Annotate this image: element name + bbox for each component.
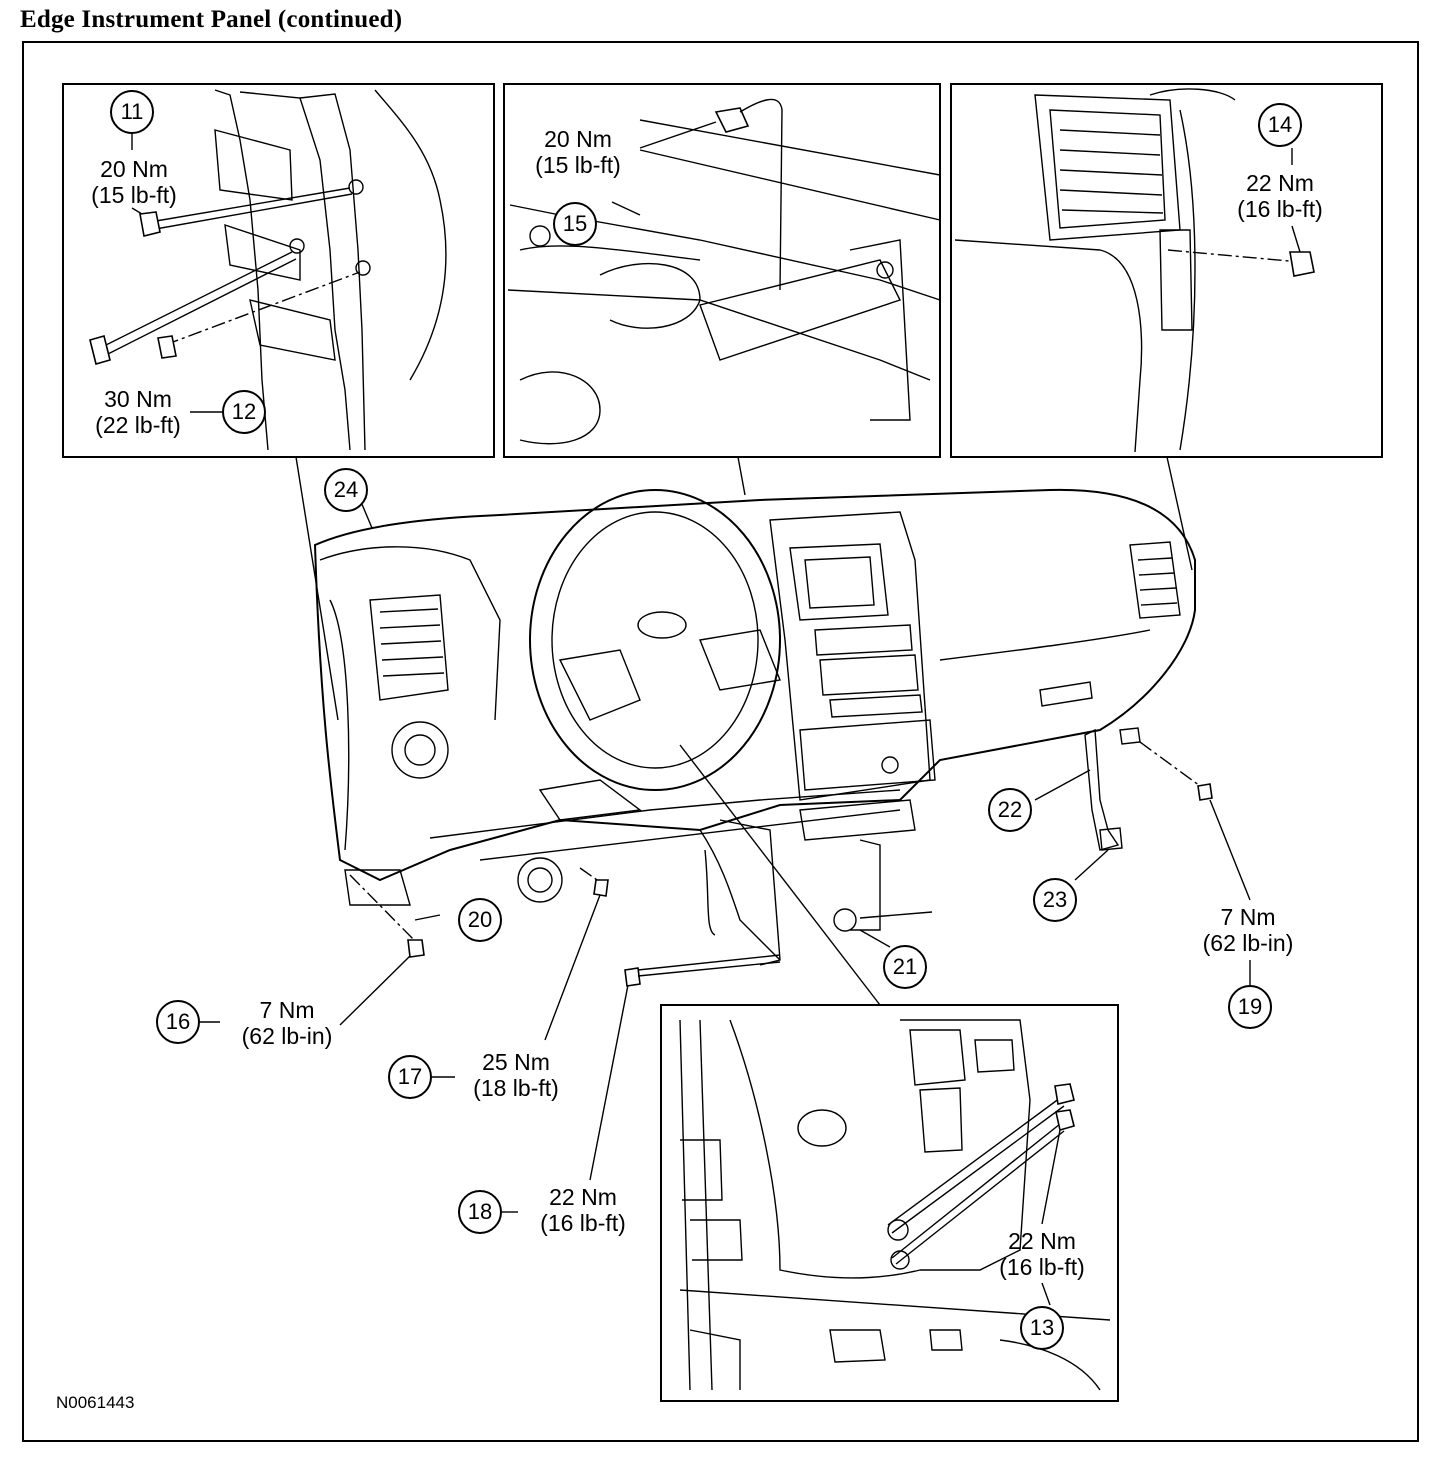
callout-13: 13 xyxy=(1020,1306,1064,1350)
callout-18: 18 xyxy=(458,1190,502,1234)
page-title: Edge Instrument Panel (continued) xyxy=(20,6,403,33)
torque-label-19: 7 Nm (62 lb-in) xyxy=(1203,904,1294,956)
callout-20: 20 xyxy=(458,898,502,942)
inset-leader-lines xyxy=(295,456,1193,1006)
inset-panel-frames xyxy=(62,83,1383,1402)
main-instrument-panel xyxy=(313,488,1213,987)
callout-11: 11 xyxy=(110,90,154,134)
inset-right-end-vent xyxy=(954,88,1315,453)
torque-imperial: (16 lb-ft) xyxy=(999,1254,1085,1280)
callout-19: 19 xyxy=(1228,985,1272,1029)
torque-imperial: (62 lb-in) xyxy=(241,1023,333,1049)
torque-label-15: 20 Nm (15 lb-ft) xyxy=(535,126,621,178)
torque-imperial: (22 lb-ft) xyxy=(95,412,181,438)
torque-imperial: (15 lb-ft) xyxy=(535,152,621,178)
torque-nm: 30 Nm xyxy=(104,386,172,412)
torque-label-16: 7 Nm (62 lb-in) xyxy=(242,997,333,1049)
torque-imperial: (18 lb-ft) xyxy=(473,1075,559,1101)
torque-imperial: (15 lb-ft) xyxy=(91,182,177,208)
callout-12: 12 xyxy=(222,390,266,434)
callout-24: 24 xyxy=(324,468,368,512)
callout-leader-lines xyxy=(200,489,1251,1213)
callout-22: 22 xyxy=(988,788,1032,832)
torque-label-13: 22 Nm (16 lb-ft) xyxy=(999,1228,1085,1280)
callout-16: 16 xyxy=(156,1000,200,1044)
torque-label-11: 20 Nm (15 lb-ft) xyxy=(91,156,177,208)
torque-imperial: (16 lb-ft) xyxy=(1237,196,1323,222)
torque-nm: 20 Nm xyxy=(544,126,612,152)
inset-column-support xyxy=(507,98,941,445)
torque-nm: 25 Nm xyxy=(482,1049,550,1075)
diagram-frame xyxy=(22,41,1419,1442)
torque-nm: 22 Nm xyxy=(1246,170,1314,196)
callout-23: 23 xyxy=(1033,878,1077,922)
torque-label-12: 30 Nm (22 lb-ft) xyxy=(95,386,181,438)
torque-nm: 7 Nm xyxy=(259,997,315,1023)
torque-imperial: (62 lb-in) xyxy=(1202,930,1294,956)
callout-14: 14 xyxy=(1258,103,1302,147)
torque-label-14: 22 Nm (16 lb-ft) xyxy=(1237,170,1323,222)
figure-id: N0061443 xyxy=(56,1393,135,1412)
torque-imperial: (16 lb-ft) xyxy=(540,1210,626,1236)
torque-nm: 20 Nm xyxy=(100,156,168,182)
callout-17: 17 xyxy=(388,1055,432,1099)
torque-label-17: 25 Nm (18 lb-ft) xyxy=(473,1049,559,1101)
callout-15: 15 xyxy=(553,202,597,246)
inset-pillar-bracket xyxy=(89,89,447,451)
torque-nm: 7 Nm xyxy=(1220,904,1276,930)
callout-21: 21 xyxy=(883,945,927,989)
torque-label-18: 22 Nm (16 lb-ft) xyxy=(540,1184,626,1236)
torque-nm: 22 Nm xyxy=(549,1184,617,1210)
torque-nm: 22 Nm xyxy=(1008,1228,1076,1254)
